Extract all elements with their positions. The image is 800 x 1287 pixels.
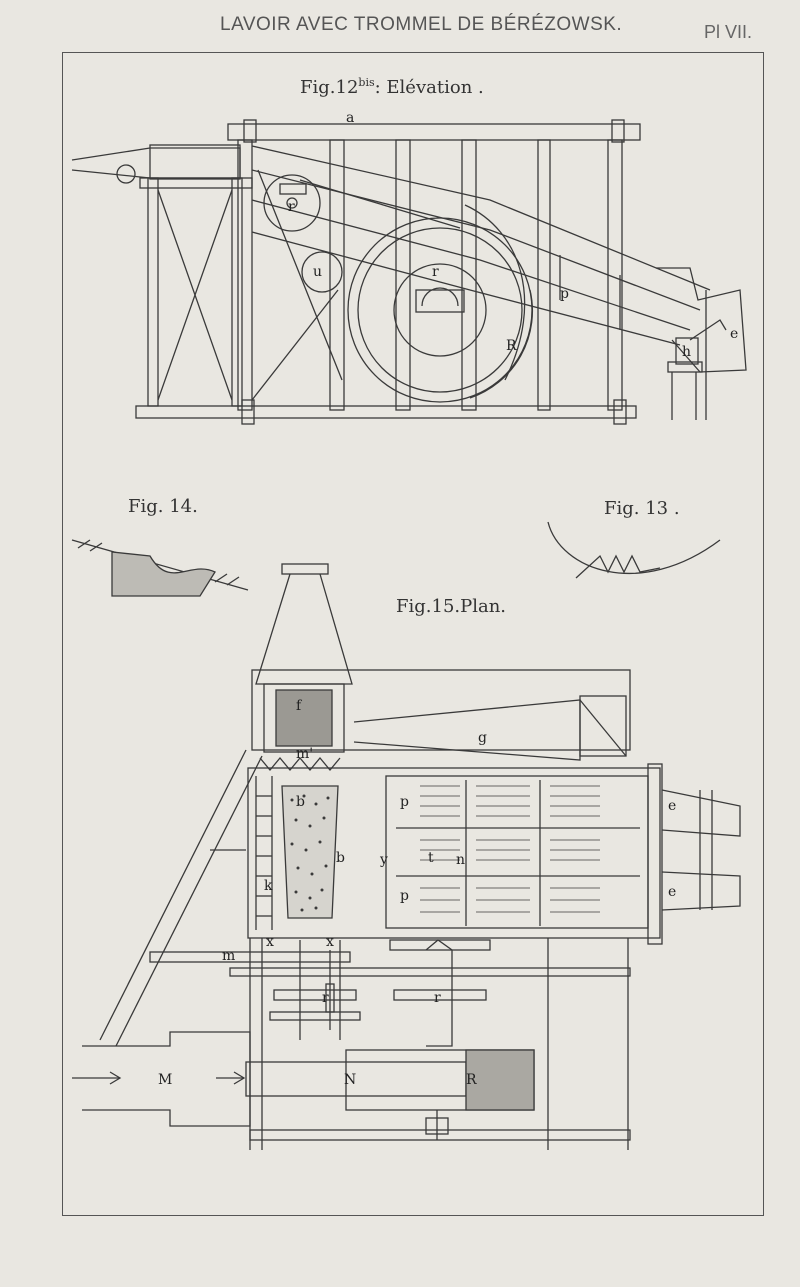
label-a: a [346,110,354,126]
label-R-plan: R [466,1072,477,1088]
fig12-caption-main: Fig.12 [300,77,359,98]
label-R-elevation: R [506,338,517,354]
fig12-caption: Fig.12bis: Elévation . [300,76,484,98]
label-r-plan-left: r [322,990,329,1006]
fig14-caption: Fig. 14. [128,496,198,517]
label-p-plan-upper: p [400,794,409,810]
label-p-elevation: p [560,286,569,302]
label-n-plan: n [456,852,465,868]
beam-block-left [243,119,257,143]
label-f: f [296,698,303,714]
label-m: m [222,948,235,964]
fig13-detail [547,521,721,579]
label-y: y [379,852,388,868]
label-h: h [682,344,691,360]
label-x-left: x [266,934,274,950]
fig13-caption: Fig. 13 . [604,498,680,519]
label-t: t [428,850,434,866]
plate-border [62,52,764,1216]
fig12-caption-tail: : Elévation . [374,77,484,98]
label-M: M [158,1072,172,1088]
fig15-plan: f g m' b b k y p p t n e e x x m r r M N [72,563,741,1150]
label-k: k [264,878,273,894]
label-r-wheel: r [432,264,439,280]
label-u: u [313,264,322,280]
label-b-lower: b [336,850,345,866]
beam-block-right [611,119,625,143]
label-g: g [478,730,487,746]
label-m-prime: m' [296,746,313,762]
label-p-plan-lower: p [400,888,409,904]
fig14-section [71,539,249,597]
plate-title: LAVOIR AVEC TROMMEL DE BÉRÉZOWSK. [220,14,623,35]
label-b-upper: b [296,794,305,810]
label-e-plan-upper: e [668,798,676,814]
label-x-right: x [326,934,334,950]
label-e-plan-lower: e [668,884,676,900]
fig12-elevation: a r u r R p h e [71,110,747,425]
label-r-upper: r [288,199,295,215]
label-e-elevation: e [730,326,738,342]
fig15-caption: Fig.15.Plan. [396,596,507,617]
fig12-caption-sup: bis [358,76,375,89]
plate-number: Pl VII. [704,22,753,42]
label-r-plan-right: r [434,990,441,1006]
label-N: N [344,1072,356,1088]
